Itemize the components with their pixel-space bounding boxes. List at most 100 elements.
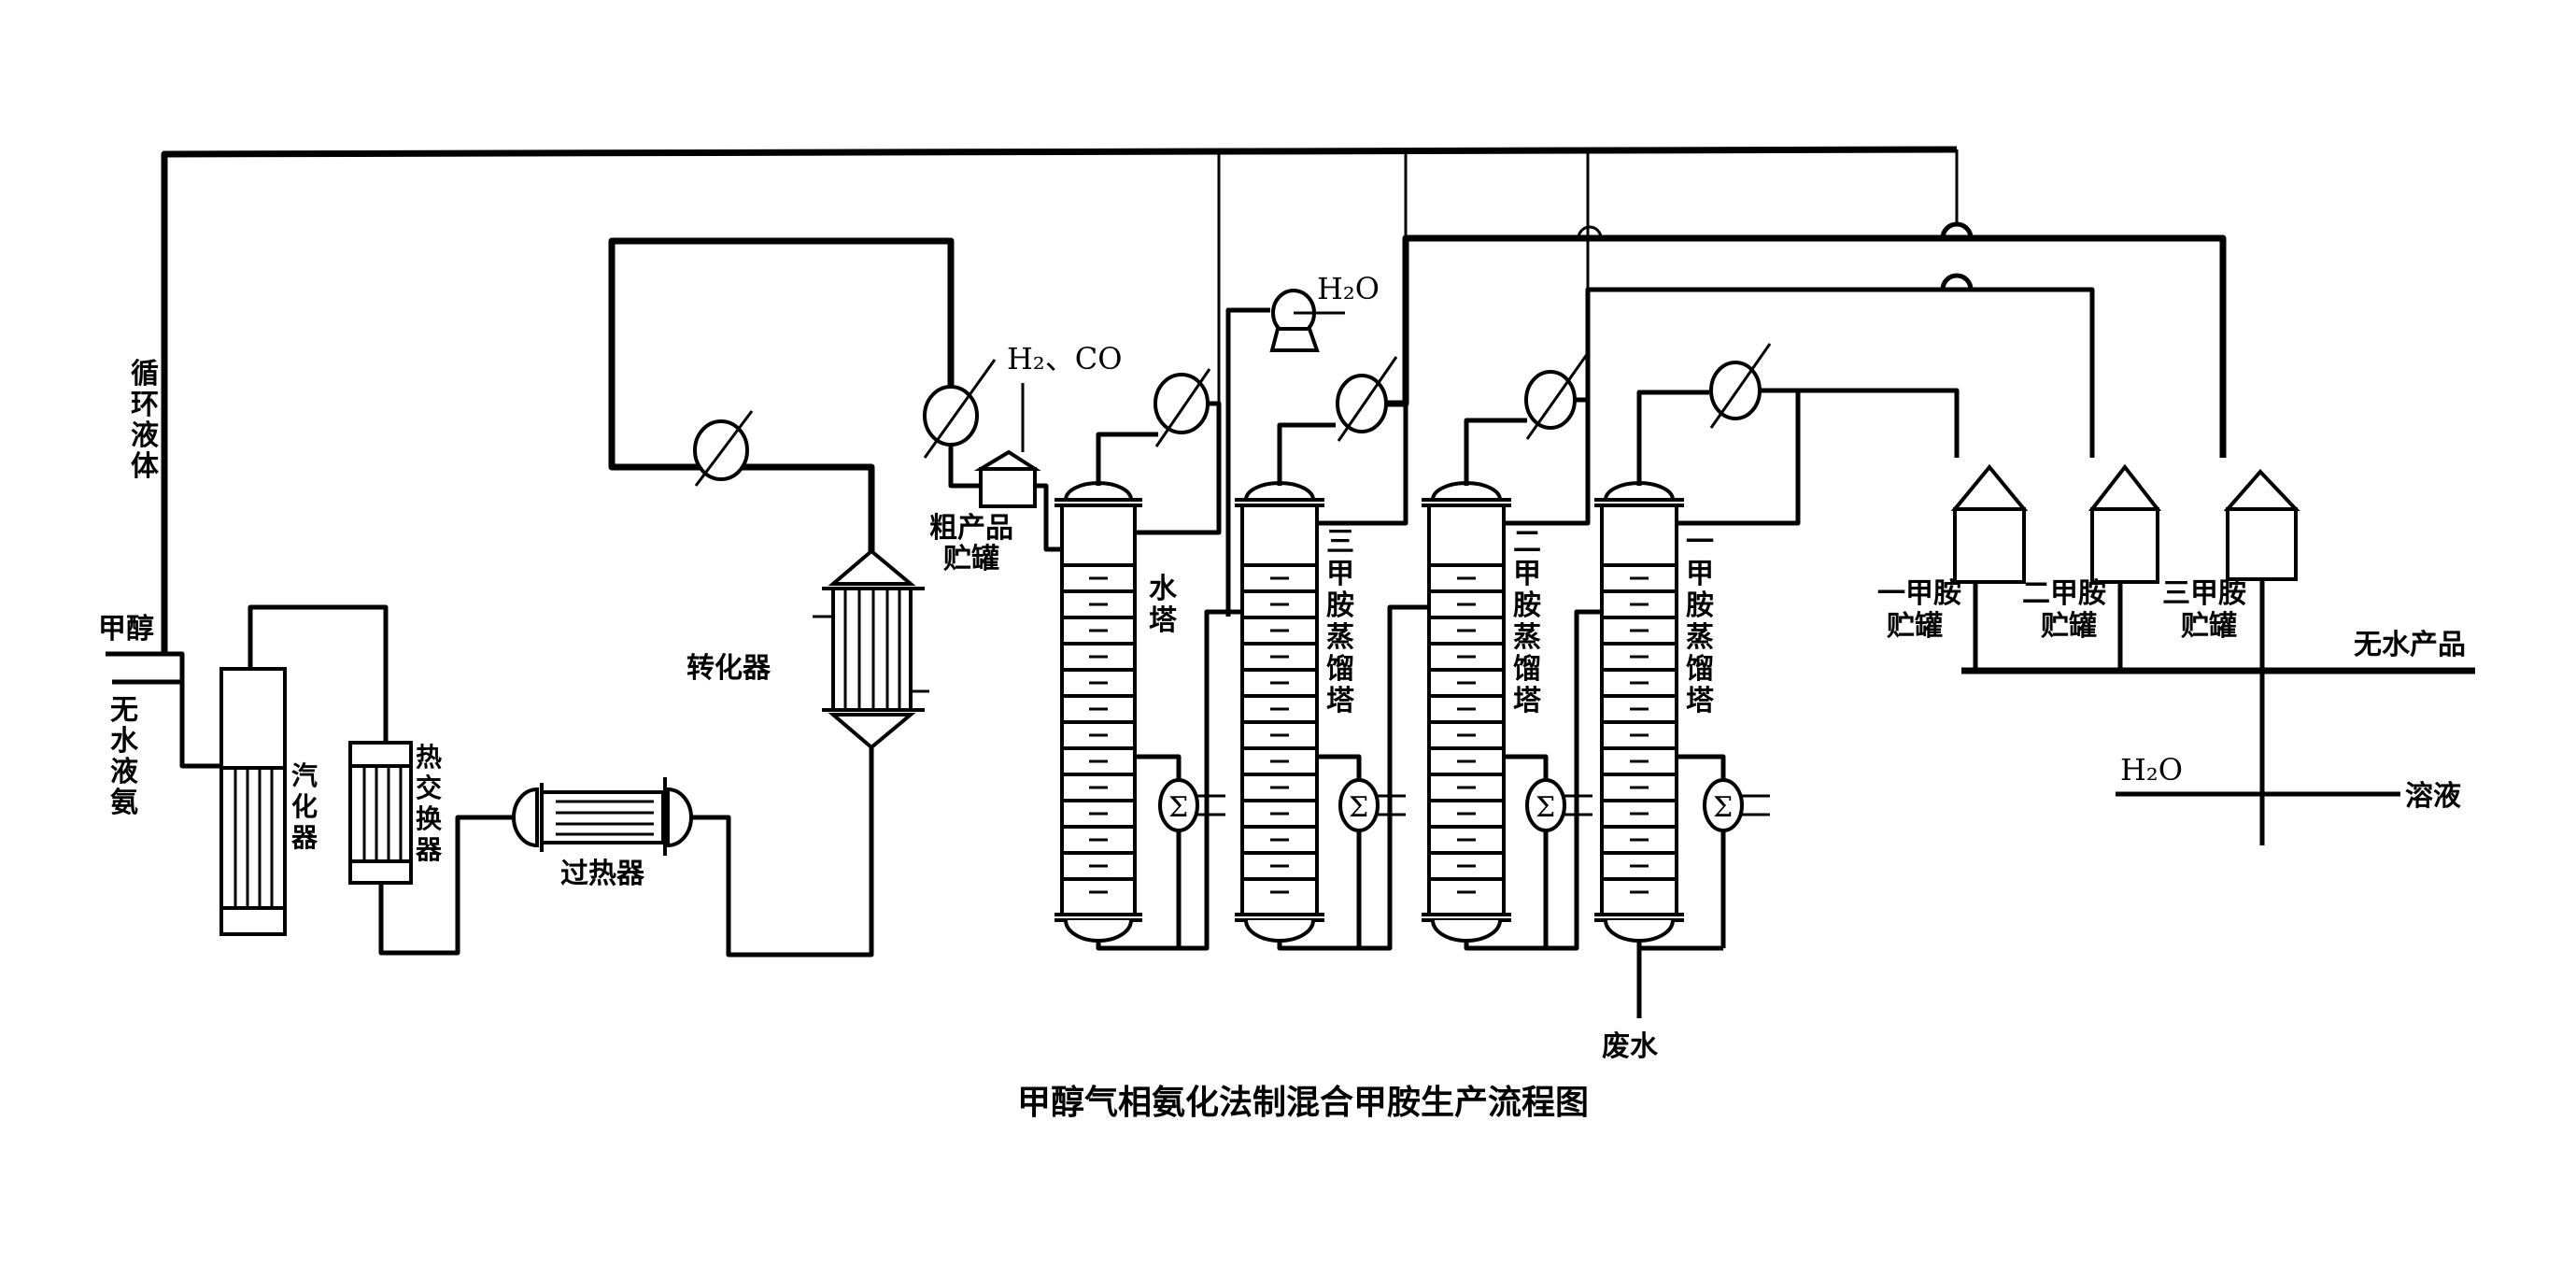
column-label: 胺 xyxy=(1513,589,1541,622)
column-label: 塔 xyxy=(1326,685,1355,717)
svg-text:器: 器 xyxy=(290,822,318,853)
converter: 转化器 xyxy=(686,548,929,750)
reboiler-icon: Σ xyxy=(1135,754,1225,948)
svg-text:转化器: 转化器 xyxy=(686,652,771,685)
reboiler-icon: Σ xyxy=(1317,754,1406,948)
anhydrous-product-label: 无水产品 xyxy=(2354,629,2466,661)
tma-tank: 三甲胺 贮罐 xyxy=(2162,469,2300,643)
diagram-title: 甲醇气相氨化法制混合甲胺生产流程图 xyxy=(1017,1083,1589,1122)
methanol-feed: 甲醇 xyxy=(98,613,221,769)
column-label: 蒸 xyxy=(1326,621,1354,654)
svg-text:粗产品: 粗产品 xyxy=(929,512,1013,545)
column-bottom-cap xyxy=(1244,919,1315,943)
svg-text:Σ: Σ xyxy=(1536,791,1555,824)
exchanger-outlet-line xyxy=(378,815,518,956)
ammonia-feed: 无 水 液 氨 xyxy=(110,679,182,819)
svg-text:换: 换 xyxy=(416,803,443,834)
condenser-5 xyxy=(1524,352,1590,440)
mma-overhead xyxy=(1636,390,1709,486)
condenser-2-outlet xyxy=(948,445,981,489)
recycle-liquid-label: 循 环 液 体 xyxy=(131,358,160,483)
vaporizer-outlet-line xyxy=(248,604,389,743)
water-tower-overhead xyxy=(1096,432,1158,486)
column-bottom-cap xyxy=(1064,919,1133,943)
svg-text:H₂O: H₂O xyxy=(1317,271,1380,306)
water-tower: Σ水塔 xyxy=(1054,481,1225,951)
water-tower-reflux xyxy=(1135,401,1222,535)
condenser-2 xyxy=(923,359,997,459)
bottoms-line xyxy=(1277,942,1359,951)
column-label: 塔 xyxy=(1149,604,1178,637)
mma-tank: 一甲胺 贮罐 xyxy=(1877,463,2029,643)
svg-text:液: 液 xyxy=(131,419,159,452)
tma-overhead xyxy=(1277,422,1336,486)
mma-product-line xyxy=(1760,388,1960,458)
column-label: 二 xyxy=(1513,526,1541,559)
crossover-hop xyxy=(1940,221,1974,239)
svg-text:过热器: 过热器 xyxy=(560,858,645,890)
column-label: 塔 xyxy=(1513,685,1542,717)
crossover-hop xyxy=(1577,225,1603,239)
h2o-product-label: H₂O xyxy=(2120,752,2183,788)
column-label: 馏 xyxy=(1686,653,1714,686)
condenser-4 xyxy=(1336,356,1398,442)
column-label: 胺 xyxy=(1326,589,1354,622)
tma-reflux xyxy=(1317,404,1408,526)
condenser-6 xyxy=(1709,343,1772,429)
svg-text:热: 热 xyxy=(416,742,442,773)
crude-product-tank: H₂、CO 粗产品 贮罐 xyxy=(929,341,1122,575)
converter-outlet-line xyxy=(608,237,955,551)
column-label: 塔 xyxy=(1686,685,1715,717)
dma-reflux xyxy=(1504,400,1591,526)
column-bottom-cap xyxy=(1431,919,1502,943)
crude-tank-outlet xyxy=(1035,483,1062,552)
heat-exchanger: 热 交 换 器 xyxy=(348,741,443,885)
waste-water-label: 废水 xyxy=(1602,1030,1659,1063)
column-label: 蒸 xyxy=(1513,621,1541,654)
condenser-1 xyxy=(693,410,754,487)
svg-text:Σ: Σ xyxy=(1168,791,1188,824)
bottoms-line xyxy=(1636,942,1723,951)
vaporizer: 汽 化 器 xyxy=(219,667,318,936)
svg-text:贮罐: 贮罐 xyxy=(2181,610,2237,643)
svg-text:甲醇: 甲醇 xyxy=(98,613,154,646)
svg-text:氨: 氨 xyxy=(110,787,138,819)
svg-text:汽: 汽 xyxy=(291,760,318,791)
superheater-outlet-line xyxy=(691,738,874,958)
svg-text:一甲胺: 一甲胺 xyxy=(1877,577,1961,610)
bottoms-line xyxy=(1464,942,1546,951)
svg-text:二甲胺: 二甲胺 xyxy=(2022,577,2106,610)
column-label: 甲 xyxy=(1326,558,1354,590)
pump: H₂O xyxy=(1225,271,1380,617)
svg-text:化: 化 xyxy=(291,791,318,822)
svg-text:液: 液 xyxy=(110,756,138,788)
svg-text:三甲胺: 三甲胺 xyxy=(2162,577,2246,610)
bottoms-line xyxy=(1096,942,1179,951)
bottoms-transfer-line xyxy=(1179,609,1242,951)
svg-text:体: 体 xyxy=(131,450,160,483)
svg-text:环: 环 xyxy=(131,389,159,421)
svg-text:水: 水 xyxy=(110,725,139,758)
svg-text:贮罐: 贮罐 xyxy=(1887,610,1943,643)
column-label: 一 xyxy=(1686,526,1714,559)
column-label: 胺 xyxy=(1686,589,1714,622)
dma-product-line xyxy=(1575,287,2095,458)
bottoms-transfer-line xyxy=(1359,604,1429,951)
reboiler-icon: Σ xyxy=(1677,754,1770,948)
column-label: 馏 xyxy=(1326,653,1354,686)
column-bottom-cap xyxy=(1604,919,1675,943)
svg-text:无: 无 xyxy=(110,694,138,727)
svg-text:Σ: Σ xyxy=(1349,791,1368,824)
dma-tank: 二甲胺 贮罐 xyxy=(2022,463,2162,643)
svg-text:Σ: Σ xyxy=(1713,791,1733,824)
condenser-3 xyxy=(1154,368,1211,447)
tma-product-line xyxy=(1386,234,2227,458)
dma-overhead xyxy=(1464,418,1527,486)
svg-text:贮罐: 贮罐 xyxy=(2041,610,2097,643)
svg-text:贮罐: 贮罐 xyxy=(943,543,999,575)
bottoms-transfer-line xyxy=(1546,609,1602,951)
